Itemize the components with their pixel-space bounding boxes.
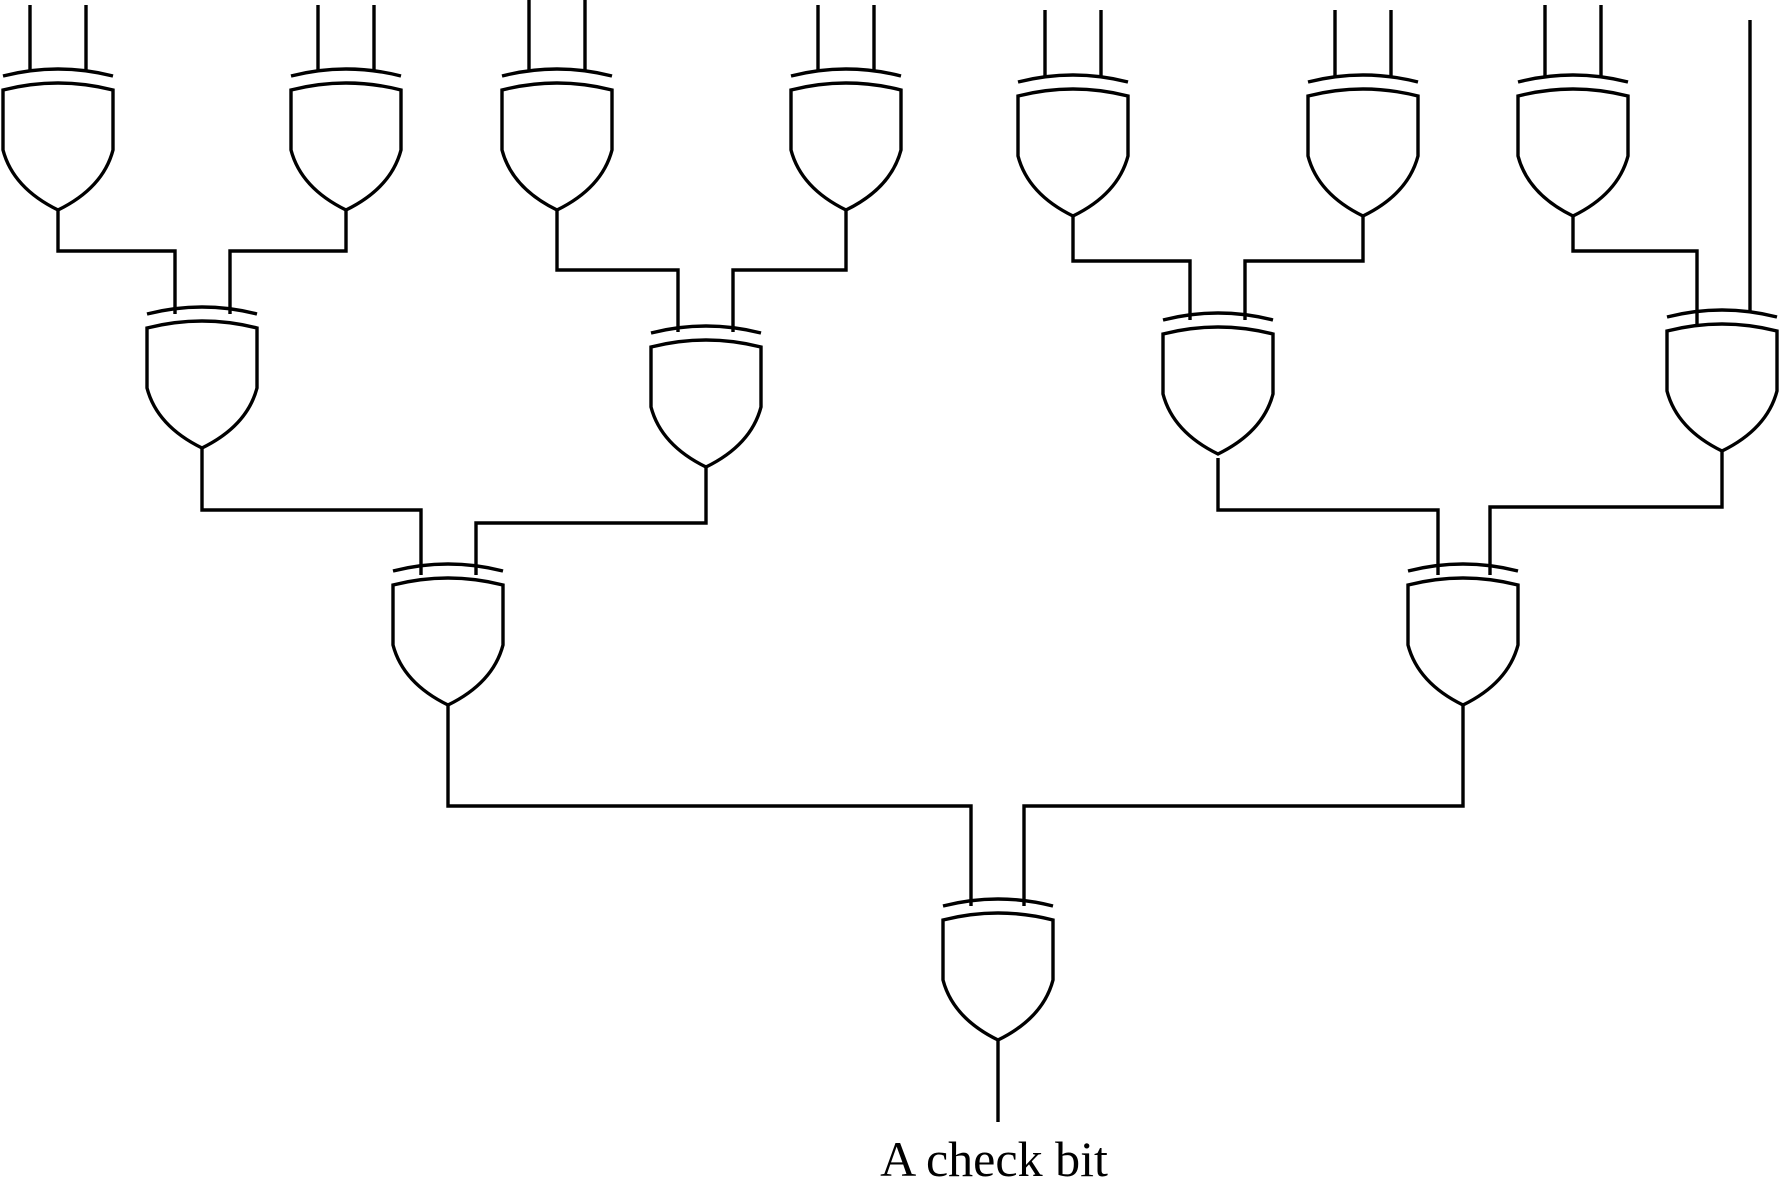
wire-l1g2-to-l2g1 (228, 208, 348, 314)
xor-gate-body (789, 81, 903, 212)
xor-gate-l2g1 (145, 305, 259, 450)
xor-gate-body (1161, 325, 1275, 456)
xor-gate-l1g7 (1516, 5, 1630, 218)
xor-gate-l1g3 (500, 0, 614, 212)
wire-l1g4-to-l2g2 (731, 208, 848, 332)
xor-gate-body (941, 911, 1055, 1042)
xor-gate-arc (1517, 73, 1629, 84)
xor-gate-l1g5 (1016, 10, 1130, 218)
xor-gate-arc (290, 67, 402, 78)
xor-gate-l1g2 (289, 5, 403, 212)
xor-gate-body (1406, 576, 1520, 707)
xor-gate-body (1306, 87, 1420, 218)
xor-gate-body (649, 338, 763, 469)
xor-gate-l1g4 (789, 5, 903, 212)
xor-gate-l2g4 (1665, 308, 1779, 453)
xor-gate-l4g1 (941, 897, 1055, 1042)
xor-gate-l3g1 (391, 562, 505, 707)
output-label: A check bit (880, 1131, 1108, 1182)
wire-l2g3-to-l3g2 (1216, 458, 1440, 575)
xor-gate-arc (1017, 73, 1129, 84)
xor-gate-arc (1666, 308, 1778, 319)
xor-gate-body (500, 81, 614, 212)
gates-layer (1, 0, 1779, 1042)
xor-gate-l2g2 (649, 324, 763, 469)
xor-gate-body (391, 576, 505, 707)
wire-l1g5-to-l2g3 (1071, 214, 1192, 320)
xor-gate-l1g1 (1, 5, 115, 212)
wire-l2g2-to-l3g1 (474, 466, 708, 575)
wire-l1g3-to-l2g2 (555, 208, 680, 332)
xor-gate-arc (650, 324, 762, 335)
xor-gate-arc (1407, 562, 1519, 573)
xor-gate-body (145, 319, 259, 450)
wire-l3g1-to-l4g1 (446, 705, 973, 906)
wire-l3g2-to-l4g1 (1022, 705, 1465, 906)
wire-l1g7-to-l2g4 (1571, 214, 1699, 325)
xor-gate-body (1516, 87, 1630, 218)
xor-gate-arc (146, 305, 258, 316)
xor-gate-arc (501, 67, 613, 78)
xor-gate-body (1, 81, 115, 212)
xor-gate-arc (942, 897, 1054, 908)
wires-layer (56, 208, 1724, 1122)
xor-gate-l2g3 (1161, 311, 1275, 456)
wire-l1g1-to-l2g1 (56, 208, 177, 314)
xor-gate-arc (1162, 311, 1274, 322)
xor-gate-body (1665, 322, 1779, 453)
xor-gate-arc (2, 67, 114, 78)
xor-gate-l1g6 (1306, 10, 1420, 218)
xor-gate-arc (790, 67, 902, 78)
xor-gate-body (289, 81, 403, 212)
xor-gate-body (1016, 87, 1130, 218)
wire-l2g1-to-l3g1 (200, 447, 423, 575)
xor-gate-arc (1307, 73, 1419, 84)
wire-l1g6-to-l2g3 (1243, 214, 1365, 320)
xor-gate-l3g2 (1406, 562, 1520, 707)
wire-l2g4-to-l3g2 (1488, 450, 1724, 575)
xor-gate-arc (392, 562, 504, 573)
